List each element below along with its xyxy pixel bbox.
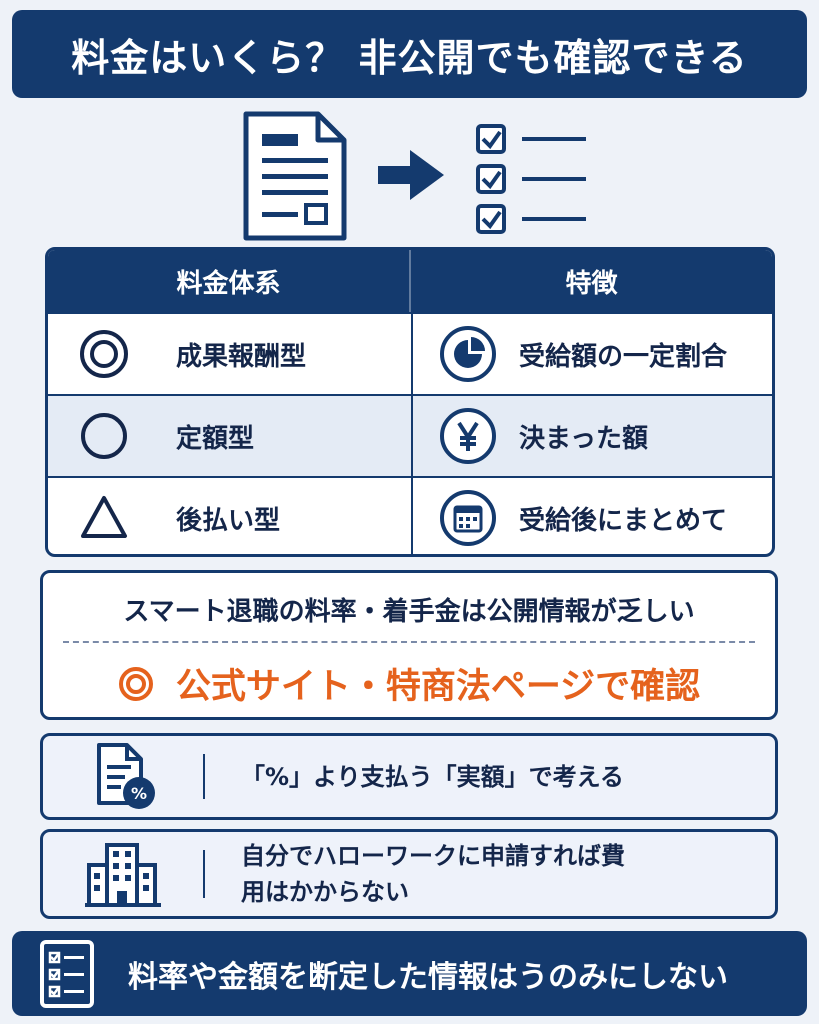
- dashed-divider: [63, 641, 755, 643]
- circle-icon: [81, 413, 127, 459]
- info-callout: スマート退職の料率・着手金は公開情報が乏しい 公式サイト・特商法ページで確認: [40, 570, 778, 720]
- double-circle-icon: [118, 666, 153, 701]
- table-row: 定額型 決まった額: [48, 394, 772, 476]
- pie-chart-icon: [440, 326, 496, 382]
- title-banner: 料金はいくら？ 非公開でも確認できる: [12, 10, 807, 98]
- tip-text: 自分でハローワークに申請すれば費用はかからない: [241, 842, 625, 906]
- table-row: 後払い型 受給後にまとめて: [48, 476, 772, 554]
- checklist-icon: [476, 124, 586, 234]
- info-highlight: 公式サイト・特商法ページで確認: [43, 658, 775, 709]
- footer-banner: 料率や金額を断定した情報はうのみにしない: [12, 931, 807, 1016]
- svg-text:%: %: [131, 784, 147, 803]
- feature-cell: 受給額の一定割合: [413, 314, 772, 394]
- checklist-icon: [40, 939, 94, 1008]
- yen-icon: [440, 408, 496, 464]
- tip-divider: [203, 850, 205, 898]
- fee-type-cell: 定額型: [48, 396, 413, 476]
- percent-document-icon: %: [97, 742, 155, 809]
- page-title: 料金はいくら？ 非公開でも確認できる: [71, 35, 748, 80]
- column-header-fee-type: 料金体系: [48, 250, 411, 312]
- calendar-icon: [440, 490, 496, 546]
- feature-label: 受給額の一定割合: [519, 341, 728, 372]
- building-icon: [85, 843, 161, 907]
- feature-cell: 決まった額: [413, 396, 772, 476]
- triangle-icon: [81, 496, 127, 538]
- double-circle-icon: [80, 330, 128, 378]
- info-note: スマート退職の料率・着手金は公開情報が乏しい: [123, 597, 695, 627]
- fee-type-label: 定額型: [176, 423, 255, 454]
- table-row: 成果報酬型 受給額の一定割合: [48, 312, 772, 394]
- feature-cell: 受給後にまとめて: [413, 478, 772, 554]
- table-header: 料金体系 特徴: [48, 250, 772, 312]
- fee-type-cell: 成果報酬型: [48, 314, 413, 394]
- feature-label: 受給後にまとめて: [519, 505, 728, 536]
- tip-text: 「%」より支払う「実額」で考える: [241, 762, 624, 791]
- fee-type-label: 成果報酬型: [176, 341, 307, 372]
- tip-divider: [203, 754, 205, 799]
- tip-card: 自分でハローワークに申請すれば費用はかからない: [40, 829, 778, 919]
- fee-type-label: 後払い型: [176, 505, 281, 536]
- info-highlight-text: 公式サイト・特商法ページで確認: [175, 667, 701, 707]
- footer-warning: 料率や金額を断定した情報はうのみにしない: [128, 959, 728, 995]
- column-header-feature: 特徴: [565, 268, 618, 299]
- arrow-right-icon: [378, 150, 444, 200]
- fee-type-cell: 後払い型: [48, 478, 413, 554]
- feature-label: 決まった額: [519, 423, 648, 454]
- hero-illustration: [0, 108, 819, 242]
- tip-card: % 「%」より支払う「実額」で考える: [40, 733, 778, 820]
- document-icon: [243, 111, 347, 241]
- fee-structure-table: 料金体系 特徴 成果報酬型 受給額の一定割合 定額型: [45, 247, 775, 557]
